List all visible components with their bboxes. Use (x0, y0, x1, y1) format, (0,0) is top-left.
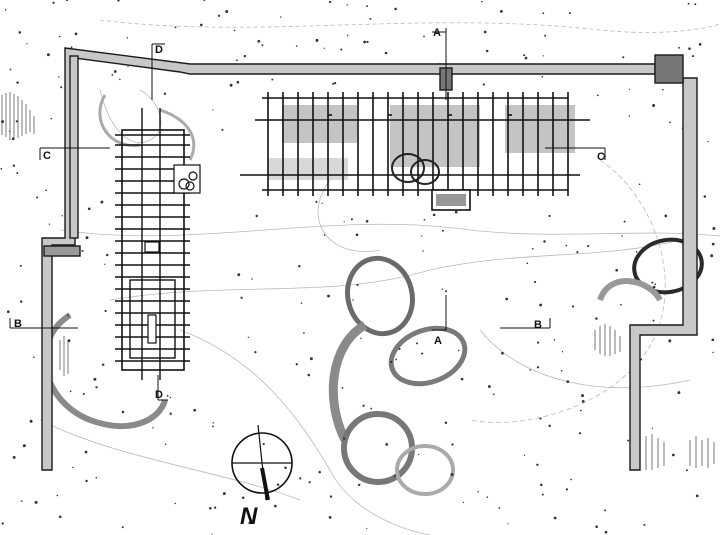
section-label-a-top: A (433, 27, 441, 39)
section-label-b-left: B (14, 318, 22, 330)
section-label-b-right: B (534, 319, 542, 331)
side-pavilion (115, 108, 201, 380)
north-label: N (240, 503, 258, 530)
section-label-c-right: C (597, 151, 605, 163)
section-label-d-top: D (155, 44, 163, 56)
north-arrow: N (231, 424, 293, 530)
landscape-brush-strokes (42, 94, 704, 496)
section-label-c-left: C (43, 150, 51, 162)
section-cut-lines (9, 28, 606, 401)
hatched-planting (1, 92, 715, 470)
perimeter-walls (41, 47, 698, 471)
section-label-a-mid: A (434, 335, 442, 347)
section-label-d-bottom: D (155, 389, 163, 401)
section-labels: A A B B C C D D (14, 27, 605, 401)
trellis-pergola (240, 92, 590, 211)
